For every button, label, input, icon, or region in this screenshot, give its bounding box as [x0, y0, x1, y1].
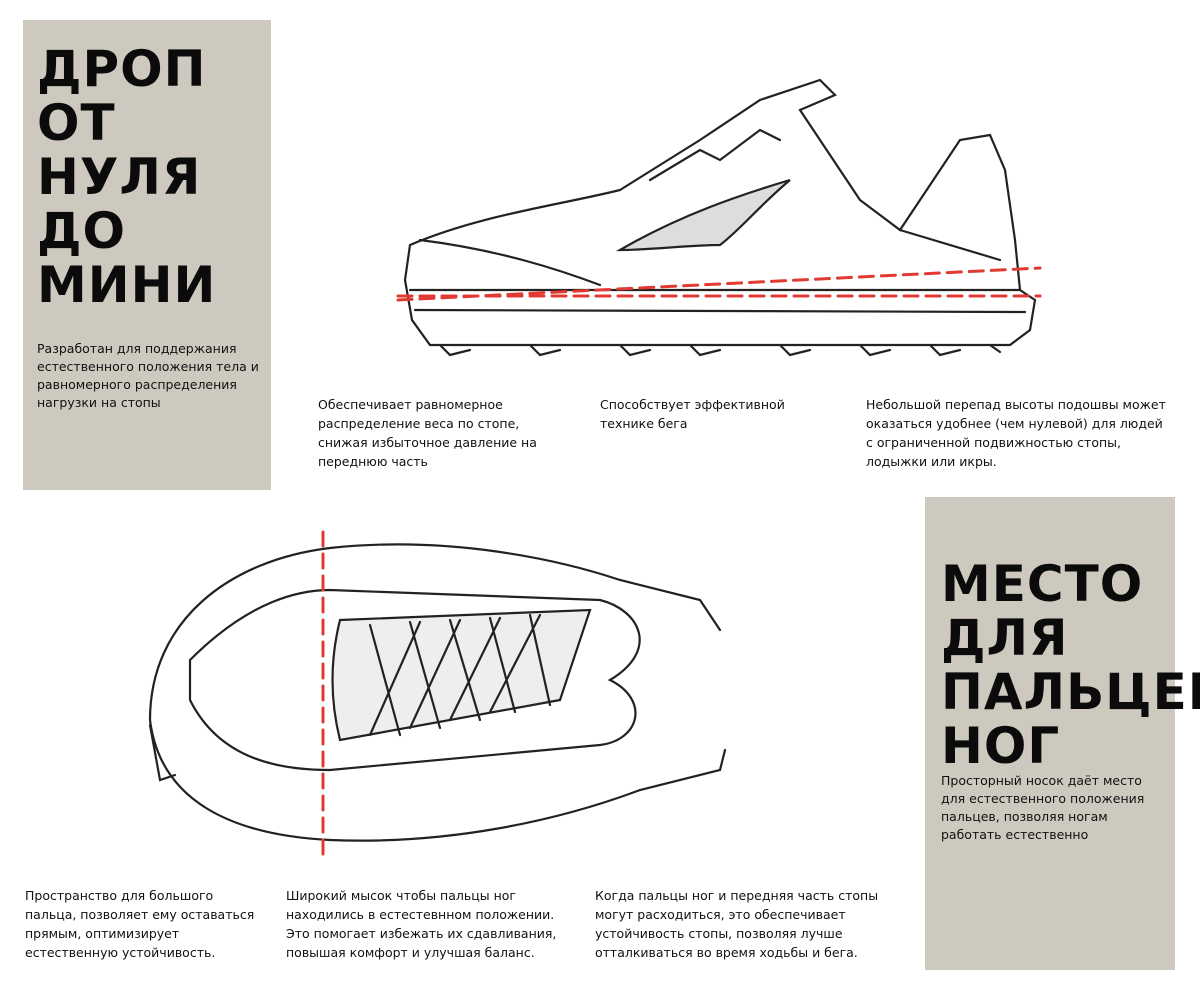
title-line: ДО	[37, 202, 127, 260]
drop-title: ДРОП ОТ НУЛЯ ДО МИНИ	[37, 42, 216, 312]
drop-description: Разработан для поддержания естественного…	[37, 341, 259, 410]
title-line: НУЛЯ	[37, 148, 202, 206]
bottom-caption-2: Широкий мысок чтобы пальцы ног находилис…	[286, 888, 557, 960]
title-line: ПАЛЬЦЕВ	[941, 663, 1200, 721]
drop-panel: ДРОП ОТ НУЛЯ ДО МИНИ Разработан для подд…	[23, 20, 271, 490]
bottom-caption-3: Когда пальцы ног и передняя часть стопы …	[595, 888, 879, 960]
toebox-title: МЕСТО ДЛЯ ПАЛЬЦЕВ НОГ	[941, 557, 1200, 773]
title-line: МЕСТО	[941, 555, 1144, 613]
side-caption-2: Способствует эффективной технике бега	[600, 397, 785, 431]
title-line: ДРОП	[37, 40, 207, 98]
title-line: МИНИ	[37, 256, 217, 314]
title-line: ДЛЯ	[941, 609, 1069, 667]
bottom-caption-1: Пространство для большого пальца, позвол…	[25, 888, 255, 960]
title-line: ОТ	[37, 94, 116, 152]
side-caption-3: Небольшой перепад высоты подошвы может о…	[866, 397, 1166, 469]
side-caption-1: Обеспечивает равномерное распределение в…	[318, 397, 537, 469]
toebox-description: Просторный носок даёт место для естестве…	[941, 773, 1145, 842]
title-line: НОГ	[941, 717, 1061, 775]
toebox-panel: МЕСТО ДЛЯ ПАЛЬЦЕВ НОГ Просторный носок д…	[925, 497, 1200, 970]
